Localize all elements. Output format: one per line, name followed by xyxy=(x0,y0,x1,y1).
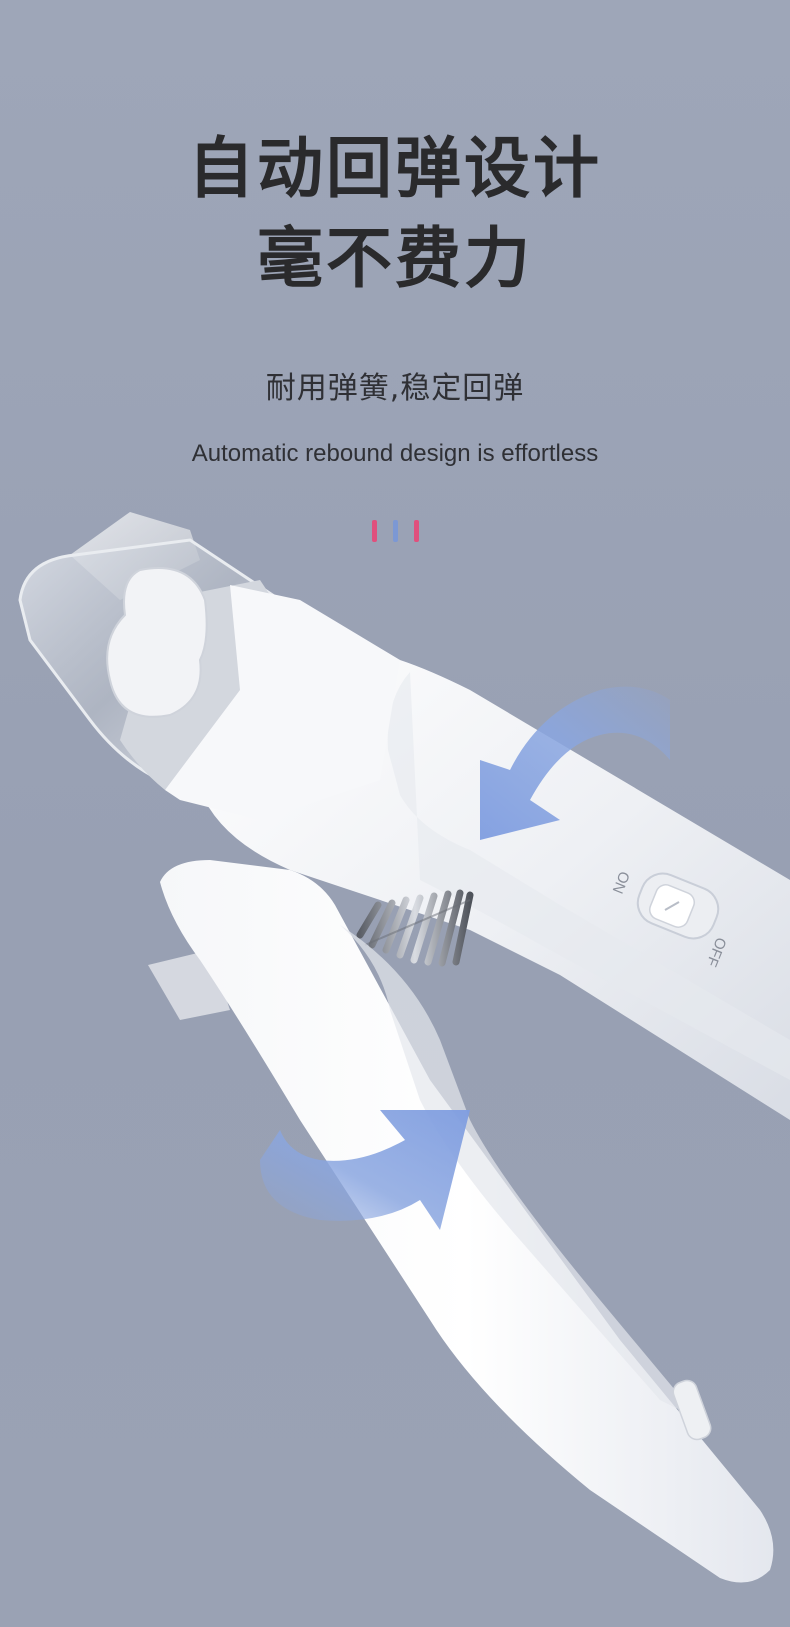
lower-handle xyxy=(160,860,774,1583)
headline-line-2: 毫不费力 xyxy=(257,220,533,297)
nail-clipper-illustration: ON OFF xyxy=(18,512,790,1583)
subtitle-english: Automatic rebound design is effortless xyxy=(191,440,599,467)
divider-bar-middle xyxy=(393,520,398,542)
power-switch[interactable] xyxy=(631,867,725,945)
head-neck xyxy=(165,585,400,820)
guard-stopper xyxy=(106,567,208,718)
upper-handle-inset xyxy=(387,672,790,1080)
divider-bar-right xyxy=(414,520,419,542)
divider-bar-left xyxy=(372,520,377,542)
handle-button xyxy=(672,1379,712,1441)
decorative-divider xyxy=(372,520,422,542)
lower-handle-inset xyxy=(340,925,700,1420)
headline-line-1: 自动回弹设计 xyxy=(188,130,602,207)
spring xyxy=(356,889,474,967)
curved-arrow-up-right-icon xyxy=(260,1110,470,1230)
curved-arrow-down-left-icon xyxy=(480,686,670,840)
subtitle-chinese: 耐用弹簧,稳定回弹 xyxy=(265,371,525,406)
